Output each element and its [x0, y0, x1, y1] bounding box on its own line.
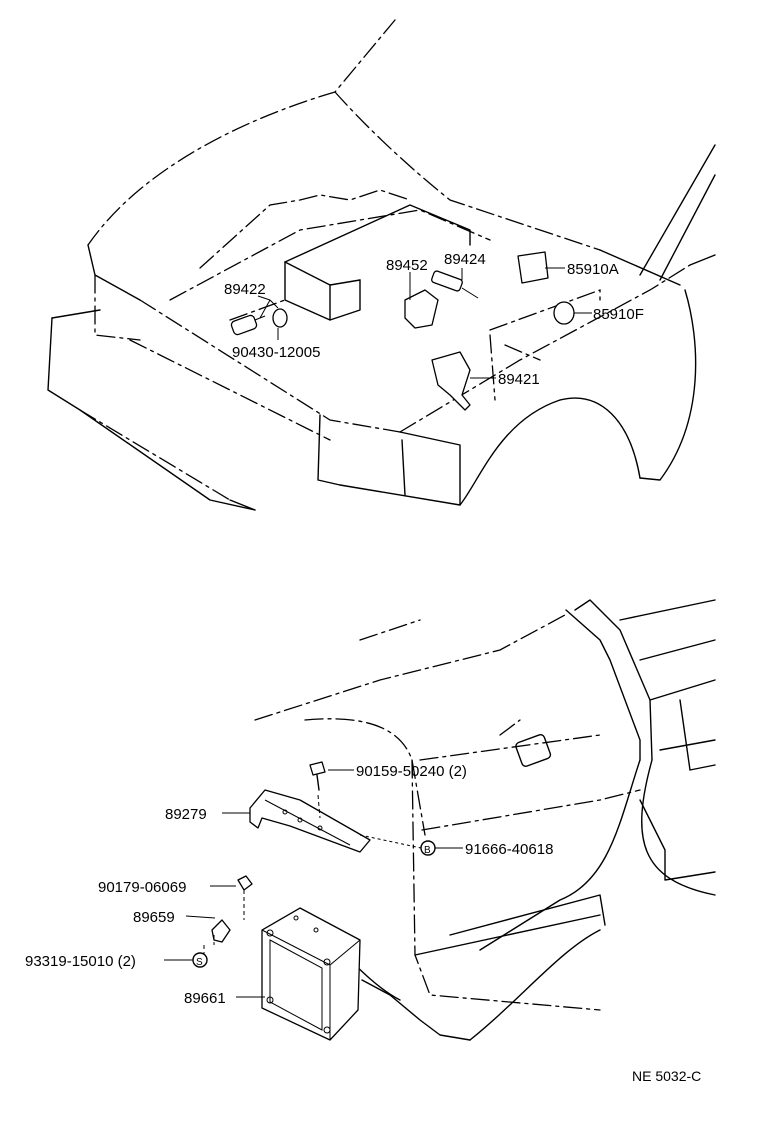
part-89421-sensor — [431, 351, 471, 411]
upper-leader-lines — [257, 267, 592, 379]
label-91666-40618: 91666-40618 — [465, 841, 553, 858]
label-89661: 89661 — [184, 990, 226, 1007]
label-85910F: 85910F — [593, 306, 644, 323]
label-89279: 89279 — [165, 806, 207, 823]
diagram-code: NE 5032-C — [632, 1068, 701, 1084]
part-85910F-switch — [553, 301, 575, 325]
label-89424: 89424 — [444, 251, 486, 268]
label-89452: 89452 — [386, 257, 428, 274]
label-90159-50240: 90159-50240 (2) — [356, 763, 467, 780]
lower-leader-lines — [164, 769, 463, 998]
part-90430-12005-gasket — [272, 308, 288, 328]
symbol-s-text: S — [196, 957, 203, 968]
symbol-s-screw: S — [192, 952, 208, 968]
part-90179-06069-nut — [237, 875, 253, 920]
part-89424-sensor — [431, 270, 479, 299]
label-93319-15010: 93319-15010 (2) — [25, 953, 136, 970]
label-89659: 89659 — [133, 909, 175, 926]
part-89452-sensor — [404, 289, 439, 329]
part-89279-bracket — [249, 789, 371, 853]
part-90159-50240-bolt — [309, 761, 326, 819]
part-89661-computer — [261, 907, 361, 1041]
label-89422: 89422 — [224, 281, 266, 298]
label-90179-06069: 90179-06069 — [98, 879, 186, 896]
symbol-b-nut: B — [420, 840, 436, 856]
symbol-b-text: B — [424, 845, 431, 856]
engine-compartment-illustration — [47, 19, 716, 511]
label-89421: 89421 — [498, 371, 540, 388]
label-90430-12005: 90430-12005 — [232, 344, 320, 361]
label-85910A: 85910A — [567, 261, 619, 278]
part-89659-bracket — [203, 919, 231, 955]
part-85910A-relay — [517, 251, 549, 284]
